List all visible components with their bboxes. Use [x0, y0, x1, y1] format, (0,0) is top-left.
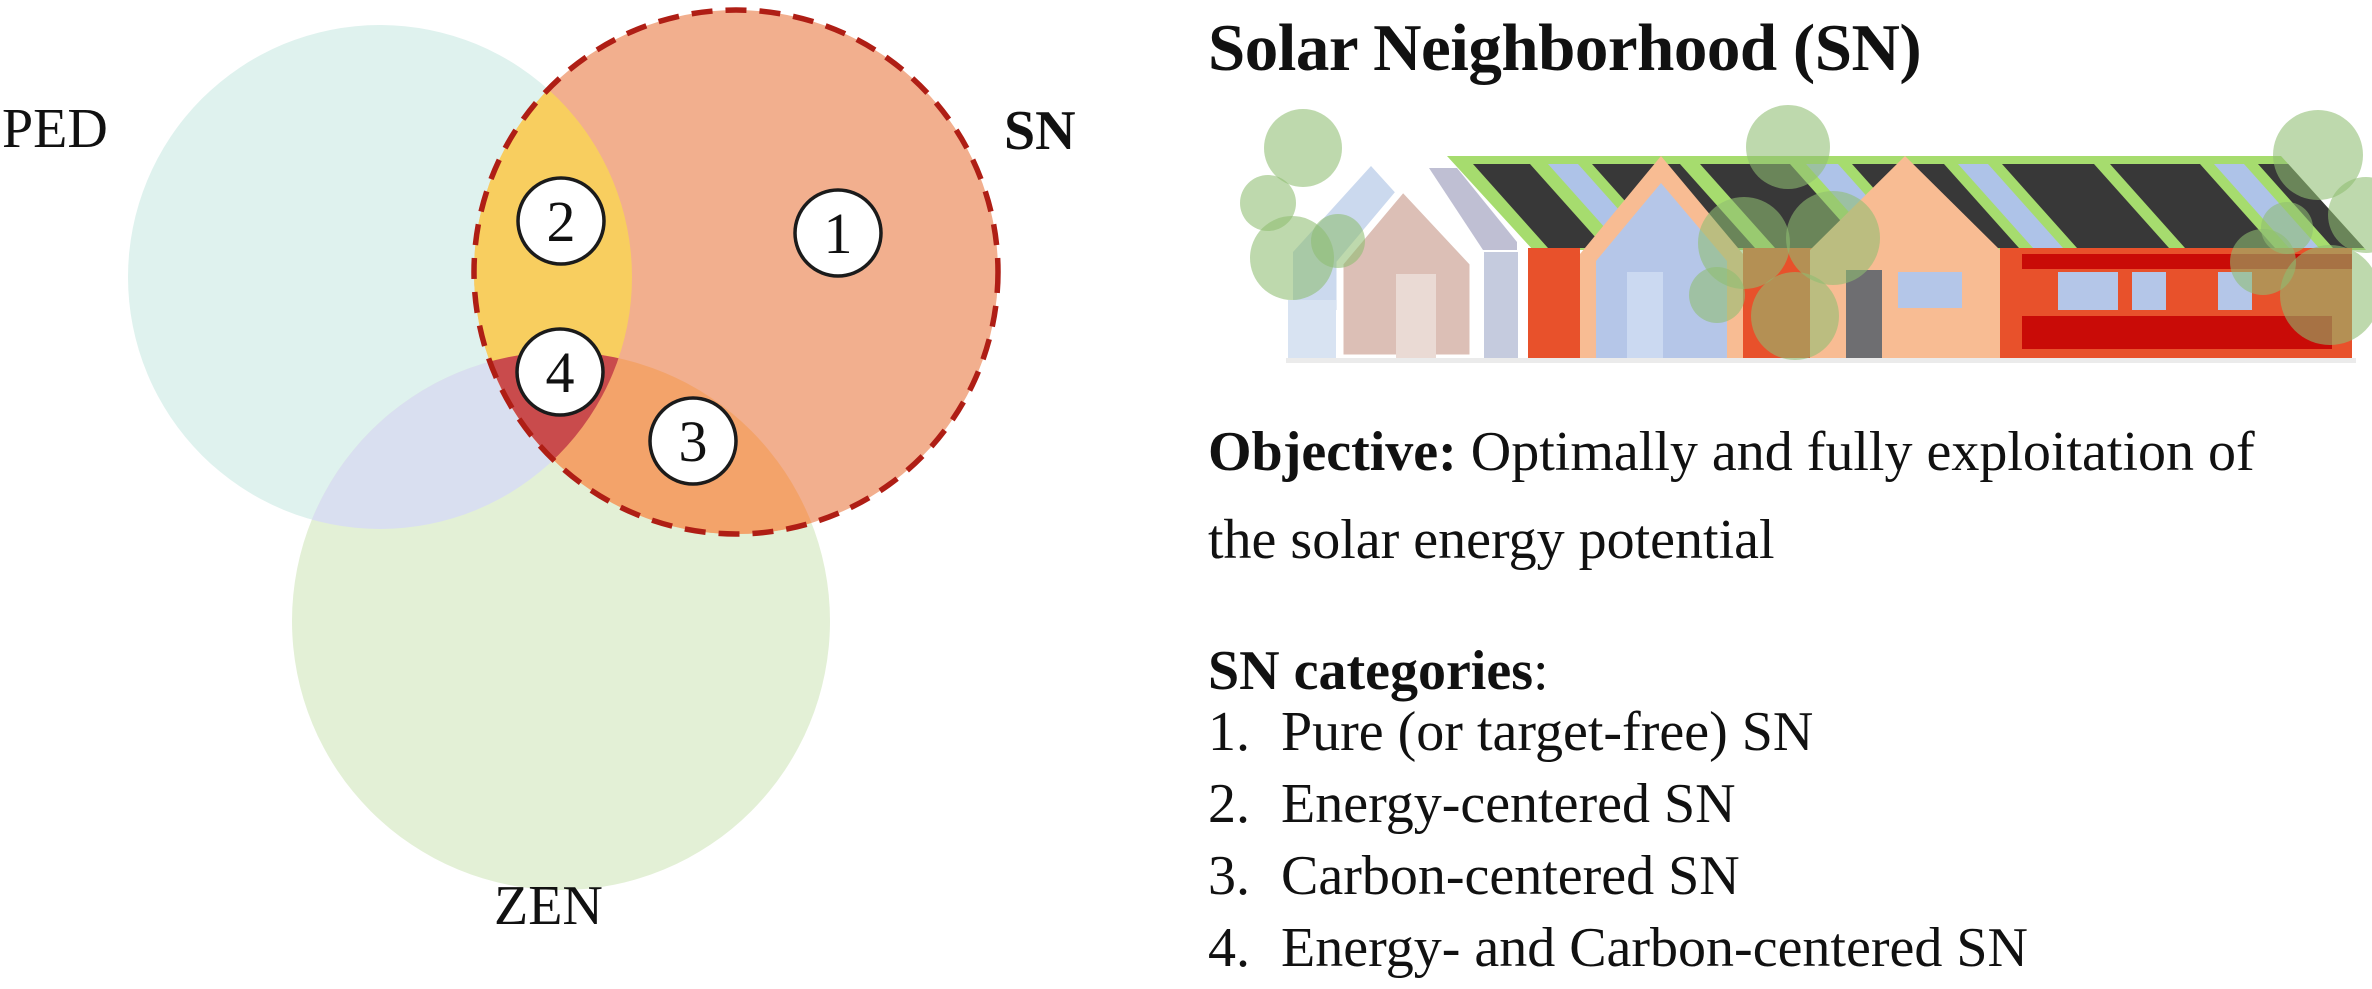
list-item-number: 2.: [1208, 773, 1250, 835]
badge-region-1: 1: [793, 188, 883, 278]
window: [1898, 272, 1962, 308]
wall-strip: [1528, 248, 1580, 358]
list-item-number: 1.: [1208, 701, 1250, 763]
page-title: Solar Neighborhood (SN): [1208, 11, 1922, 85]
door: [1627, 272, 1663, 358]
badge-1-number: 1: [824, 201, 853, 266]
sn-dashed-border: [471, 7, 1001, 537]
categories-heading: SN categories:: [1208, 640, 1549, 702]
list-item-label: Energy- and Carbon-centered SN: [1281, 917, 2028, 979]
tree-icon: [2230, 110, 2372, 345]
badge-region-2: 2: [516, 176, 606, 266]
objective-label: Objective:: [1208, 421, 1457, 483]
region-ped-zen: [292, 352, 632, 529]
door: [1846, 270, 1882, 358]
categories-list: 1. Pure (or target-free) SN 2. Energy-ce…: [1208, 696, 2028, 984]
window: [2132, 272, 2166, 310]
objective-line1: Optimally and fully exploitation of: [1456, 421, 2255, 483]
list-item-number: 4.: [1208, 917, 1250, 979]
roof-side-shadow: [1429, 168, 1517, 250]
list-item: 2. Energy-centered SN: [1208, 768, 2028, 840]
badge-region-3: 3: [648, 396, 738, 486]
solar-panel: [2002, 164, 2169, 248]
window: [2058, 272, 2118, 310]
solar-panel: [1473, 164, 1605, 248]
categories-heading-colon: :: [1533, 640, 1549, 702]
solar-panel: [2110, 164, 2275, 248]
objective-text: Objective: Optimally and fully exploitat…: [1208, 408, 2368, 584]
door: [1396, 274, 1436, 358]
list-item-label: Energy-centered SN: [1281, 773, 1736, 835]
tree-icon: [1240, 109, 1365, 300]
venn-diagram: 1 2 3 4 PED SN ZEN: [2, 7, 1076, 937]
objective-line2: the solar energy potential: [1208, 509, 1775, 571]
badge-3-number: 3: [679, 409, 708, 474]
region-sn-zen: [474, 352, 830, 534]
roof-skylight: [1958, 164, 2063, 248]
list-item: 1. Pure (or target-free) SN: [1208, 696, 2028, 768]
badge-4-number: 4: [546, 340, 575, 405]
list-item: 3. Carbon-centered SN: [1208, 840, 2028, 912]
ground-line: [1286, 358, 2356, 363]
list-item-label: Pure (or target-free) SN: [1281, 701, 1814, 763]
list-item: 4. Energy- and Carbon-centered SN: [1208, 912, 2028, 984]
sn-label: SN: [1004, 100, 1076, 162]
badge-region-4: 4: [515, 327, 605, 417]
list-item-number: 3.: [1208, 845, 1250, 907]
categories-heading-label: SN categories: [1208, 640, 1534, 702]
trees: [1240, 105, 2372, 360]
tree-icon: [1689, 105, 1880, 360]
list-item-label: Carbon-centered SN: [1281, 845, 1740, 907]
ped-label: PED: [2, 98, 108, 160]
zen-label: ZEN: [494, 875, 603, 937]
wall-strip: [1484, 252, 1518, 358]
red-band: [2022, 316, 2332, 349]
badge-2-number: 2: [547, 189, 576, 254]
